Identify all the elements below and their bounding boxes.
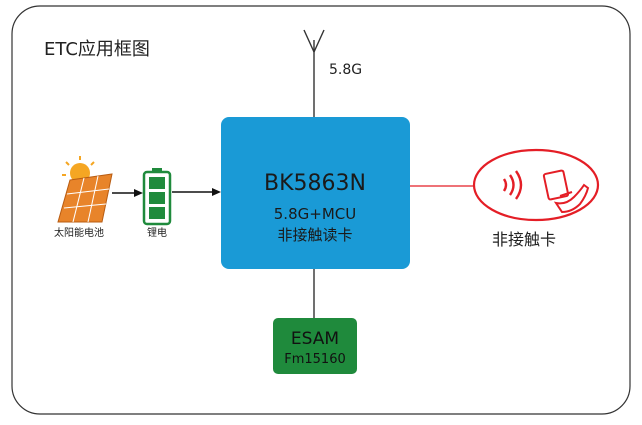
solar-label: 太阳能电池 xyxy=(54,226,104,239)
chip-box xyxy=(221,117,410,269)
battery-icon xyxy=(142,168,172,226)
battery-label: 锂电 xyxy=(147,226,167,239)
solar-battery-arrowhead xyxy=(134,189,143,197)
card-label: 非接触卡 xyxy=(492,230,556,249)
esam-model: Fm15160 xyxy=(284,352,346,367)
chip-name: BK5863N xyxy=(264,171,366,196)
antenna-label: 5.8G xyxy=(329,62,362,78)
antenna-icon xyxy=(303,29,325,118)
esam-box xyxy=(273,318,357,374)
chip-line2: 5.8G+MCU xyxy=(274,205,356,223)
diagram-frame xyxy=(11,5,631,415)
chip-line3: 非接触读卡 xyxy=(277,226,352,244)
battery-chip-arrowhead xyxy=(212,188,221,196)
esam-name: ESAM xyxy=(291,329,339,349)
solar-panel-icon xyxy=(57,156,113,223)
diagram-title: ETC应用框图 xyxy=(44,39,150,60)
nfc-card-icon xyxy=(472,148,600,222)
